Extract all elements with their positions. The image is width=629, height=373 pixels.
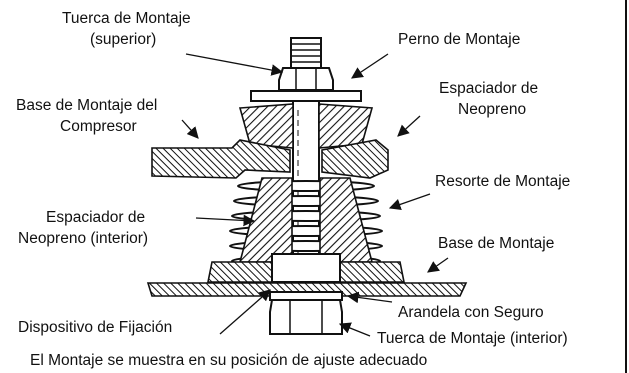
- label-fastener: Dispositivo de Fijación: [18, 319, 172, 336]
- label-compressor-base-line2: Compresor: [60, 118, 137, 135]
- lock-washer: [269, 291, 343, 301]
- top-nut: [278, 67, 334, 91]
- callout-pointers: [181, 53, 449, 337]
- mounting-base-plate: [146, 282, 468, 297]
- label-spacer-line1: Espaciador de: [439, 80, 538, 97]
- label-top-nut-line1: Tuerca de Montaje: [62, 10, 191, 27]
- inner-nut: [269, 299, 343, 335]
- label-inner-spacer-line1: Espaciador de: [46, 209, 145, 226]
- label-top-nut-line2: (superior): [90, 31, 156, 48]
- diagram-caption: El Montaje se muestra en su posición de …: [30, 352, 427, 369]
- inner-block: [271, 253, 341, 283]
- label-mounting-spring: Resorte de Montaje: [435, 173, 570, 190]
- label-compressor-base-line1: Base de Montaje del: [16, 97, 157, 114]
- label-spacer-line2: Neopreno: [458, 101, 526, 118]
- label-lock-washer: Arandela con Seguro: [398, 304, 544, 321]
- label-mounting-base: Base de Montaje: [438, 235, 554, 252]
- label-inner-spacer-line2: Neopreno (interior): [18, 230, 148, 247]
- top-washer: [250, 90, 362, 102]
- compressor-base-plate-right: [321, 139, 389, 179]
- label-mounting-bolt: Perno de Montaje: [398, 31, 520, 48]
- label-inner-nut: Tuerca de Montaje (interior): [377, 330, 568, 347]
- mount-assembly: [146, 37, 468, 335]
- compressor-base-plate: [151, 139, 291, 179]
